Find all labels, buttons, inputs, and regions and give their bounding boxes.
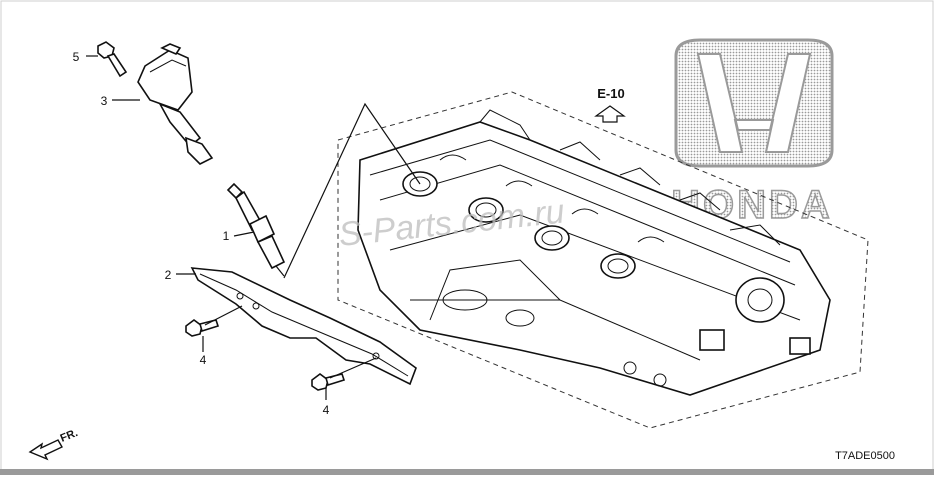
bolt-4-lower <box>311 373 346 391</box>
reference-label: E-10 <box>597 86 624 101</box>
bottom-bar <box>0 469 934 475</box>
callout-1: 1 <box>223 229 230 243</box>
injector-gasket <box>190 267 417 386</box>
front-arrow-icon <box>28 439 63 461</box>
spark-plug <box>226 182 286 277</box>
assembly-outline <box>337 91 869 429</box>
front-label: FR. <box>59 427 80 445</box>
reference-arrow-icon <box>594 105 626 123</box>
honda-logo-icon <box>674 38 834 168</box>
bolt-4-upper <box>185 319 220 337</box>
bolt-5 <box>97 41 128 78</box>
callout-4-upper: 4 <box>200 353 207 367</box>
callout-2: 2 <box>165 268 172 282</box>
leader-lines <box>86 55 421 400</box>
callout-4-lower: 4 <box>323 403 330 417</box>
callout-3: 3 <box>101 94 108 108</box>
ignition-coil <box>137 43 214 165</box>
callout-5: 5 <box>73 50 80 64</box>
cylinder-head <box>357 109 831 396</box>
diagram-code: T7ADE0500 <box>835 450 895 462</box>
